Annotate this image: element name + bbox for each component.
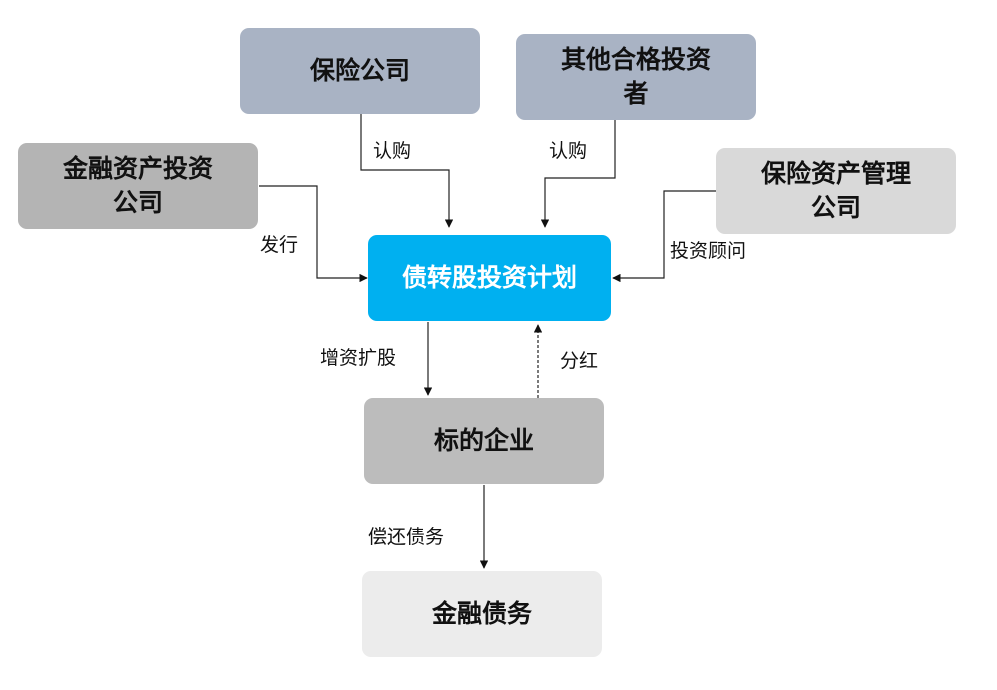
node-target-enterprise: 标的企业 bbox=[364, 398, 604, 484]
node-debt-to-equity-plan: 债转股投资计划 bbox=[368, 235, 611, 321]
edge-label-repay-debt: 偿还债务 bbox=[368, 526, 445, 548]
edge-label-subscribe-right: 认购 bbox=[549, 140, 588, 162]
node-other-qualified-investors: 其他合格投资 者 bbox=[516, 34, 756, 120]
edge-label-capital-increase: 增资扩股 bbox=[320, 347, 397, 369]
edge-label-issue: 发行 bbox=[260, 234, 299, 256]
edge-insurance-mgmt-to-plan bbox=[612, 190, 716, 283]
edge-insurance-to-plan bbox=[360, 114, 454, 228]
edge-other-investors-to-plan bbox=[540, 120, 616, 228]
node-insurance-company: 保险公司 bbox=[240, 28, 480, 114]
node-financial-debt: 金融债务 bbox=[362, 571, 602, 657]
node-financial-asset-investment-company: 金融资产投资 公司 bbox=[18, 143, 258, 229]
node-insurance-asset-management-company: 保险资产管理 公司 bbox=[716, 148, 956, 234]
edge-financial-asset-to-plan bbox=[259, 185, 368, 283]
edge-label-investment-advisor: 投资顾问 bbox=[670, 240, 747, 262]
edge-label-subscribe-left: 认购 bbox=[373, 140, 412, 162]
edge-label-dividend: 分红 bbox=[560, 350, 599, 372]
